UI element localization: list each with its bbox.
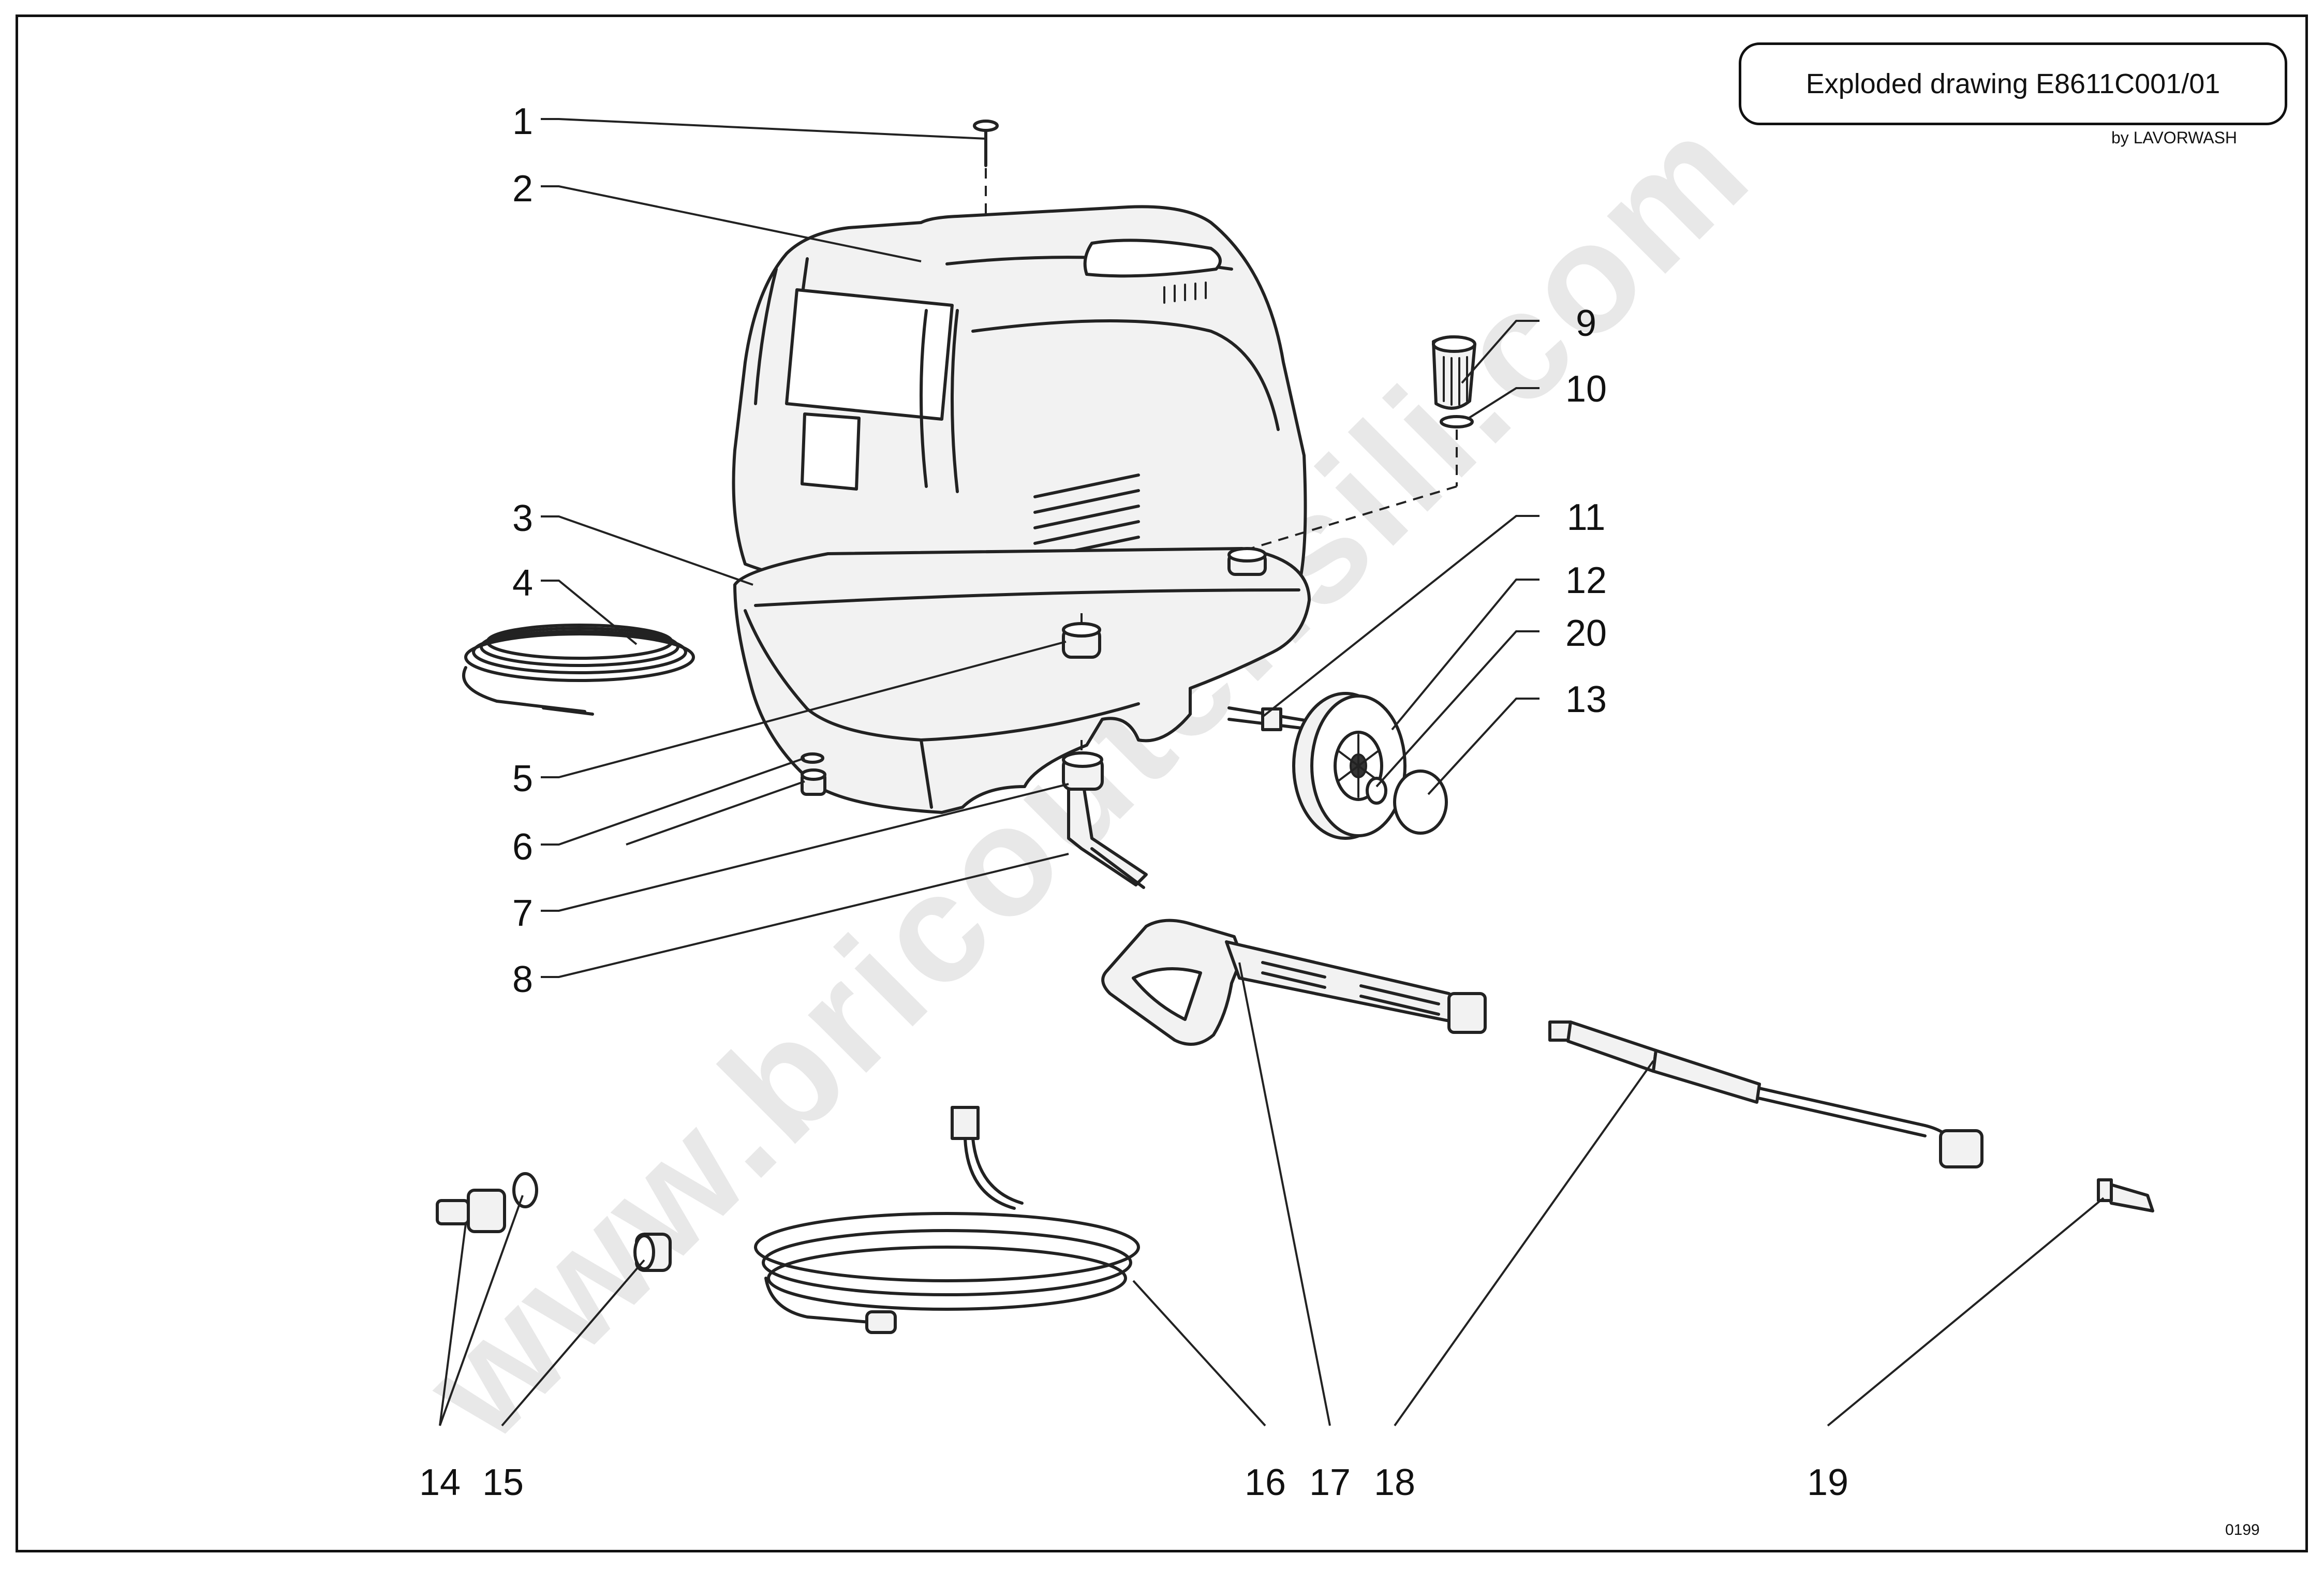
part-washer [1366, 777, 1387, 805]
callout-1: 1 [512, 101, 534, 142]
part-base [733, 547, 1311, 814]
callout-7: 7 [512, 893, 534, 934]
part-lance [1548, 1020, 1983, 1168]
part-wheel [1292, 692, 1407, 840]
title-box: Exploded drawing E8611C001/01 [1739, 42, 2287, 125]
part-top-cover [732, 205, 1307, 611]
drawing-frame [16, 14, 2308, 1552]
part-spray-gun [1101, 919, 1487, 1046]
callout-13: 13 [1565, 679, 1607, 720]
part-power-cable [462, 624, 695, 716]
callout-11: 11 [1566, 497, 1606, 538]
part-plug [1062, 613, 1101, 659]
part-hub-cap [1393, 769, 1448, 835]
drawing-subtitle: by LAVORWASH [2111, 128, 2238, 147]
callout-20: 20 [1565, 613, 1607, 654]
callout-4: 4 [512, 563, 534, 604]
part-adapter [633, 1233, 672, 1272]
callout-17: 17 [1309, 1462, 1351, 1503]
callout-5: 5 [512, 758, 534, 800]
callout-15: 15 [482, 1462, 524, 1503]
top-cover-vent [1163, 282, 1207, 304]
callout-12: 12 [1565, 560, 1607, 601]
part-fitting-oring [801, 752, 826, 796]
part-hose [754, 1106, 1140, 1334]
part-quick-coupling [436, 1172, 538, 1233]
callout-16: 16 [1244, 1462, 1286, 1503]
callout-10: 10 [1565, 368, 1607, 410]
callout-2: 2 [512, 168, 534, 210]
part-inlet-pipe [1062, 740, 1148, 889]
callout-6: 6 [512, 826, 534, 868]
callout-14: 14 [419, 1462, 461, 1503]
part-knob [1227, 335, 1476, 576]
callout-9: 9 [1575, 303, 1597, 344]
part-nozzle [2097, 1178, 2154, 1212]
callout-3: 3 [512, 498, 534, 539]
callout-19: 19 [1807, 1462, 1849, 1503]
sheet-code: 0199 [2225, 1521, 2260, 1538]
leader-lines [439, 118, 2105, 1427]
drawing-title: Exploded drawing E8611C001/01 [1805, 68, 2221, 99]
callout-8: 8 [512, 959, 534, 1000]
callout-18: 18 [1373, 1462, 1416, 1503]
